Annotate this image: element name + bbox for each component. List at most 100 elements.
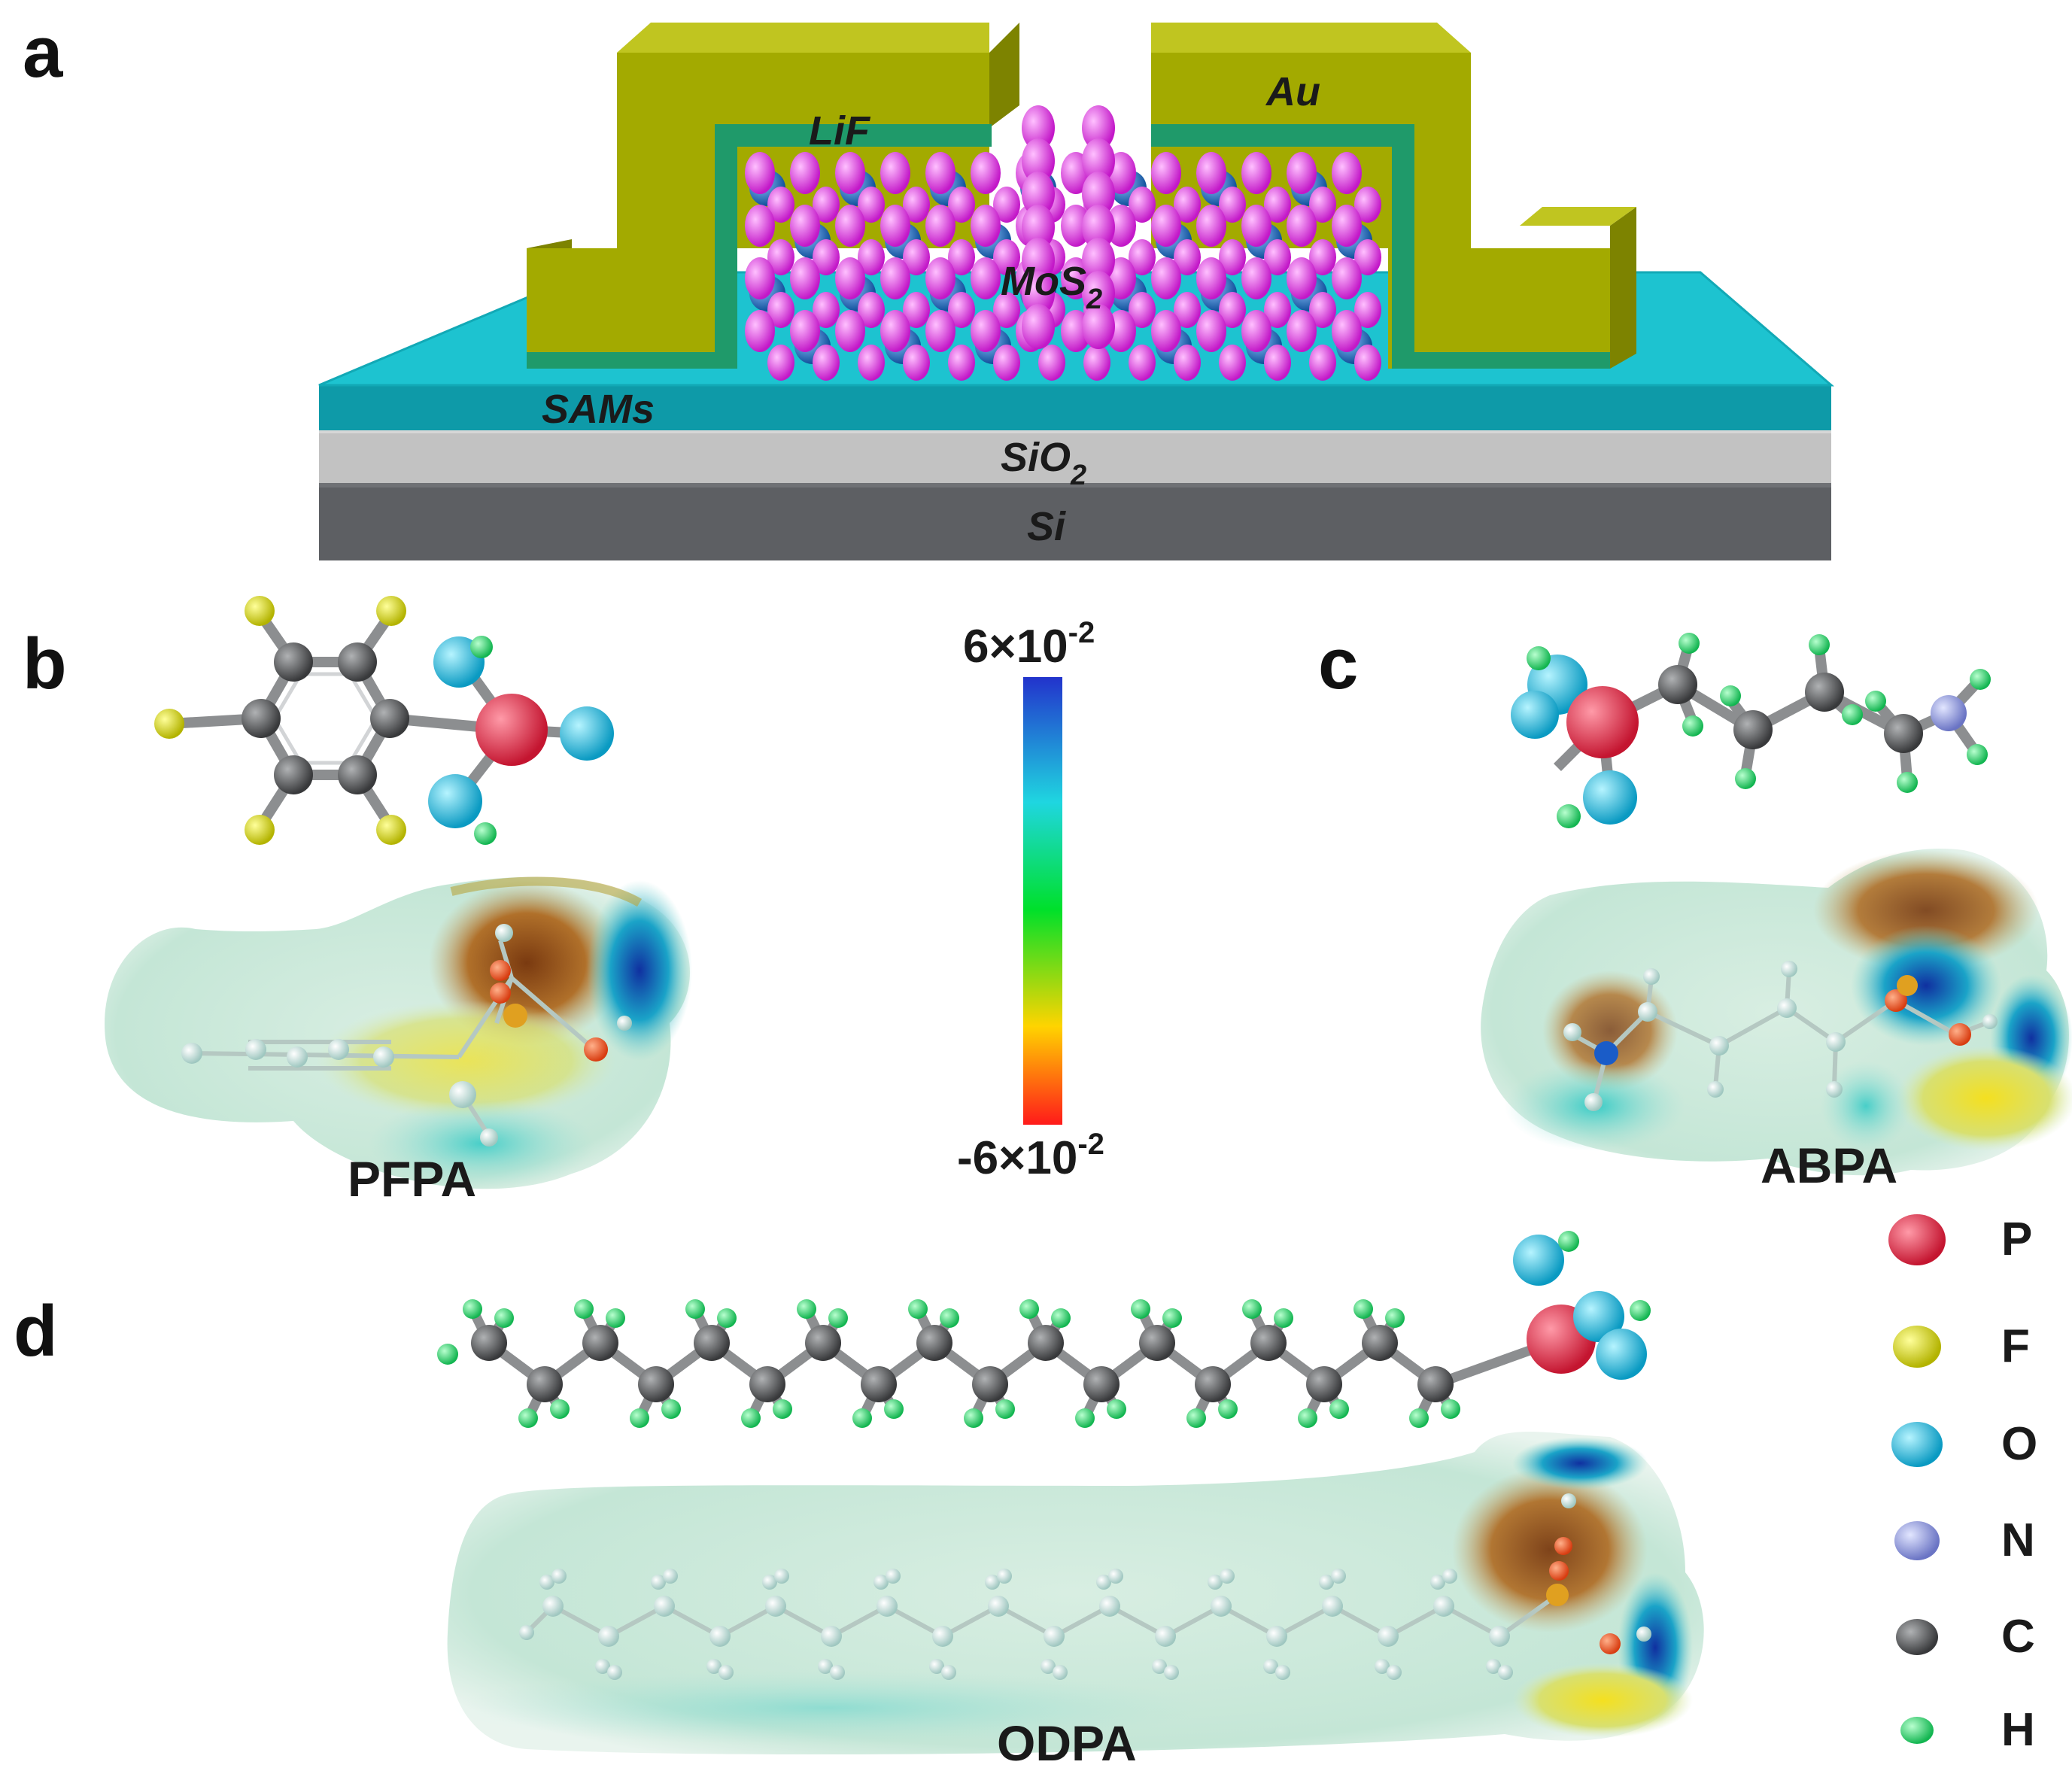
h-atom [774,1569,789,1584]
s-atom [813,292,840,328]
panel-letter-b: b [23,624,67,704]
s-atom [948,187,975,223]
odpa-surface-bond [1331,1604,1390,1639]
h-atom [1218,1399,1238,1419]
s-atom [1287,205,1317,247]
h-atom [886,1569,901,1584]
odpa-surface-bond [1498,1593,1559,1639]
h-atom [663,1569,678,1584]
panel-a-device: LiF Au MoS2 SAMs SiO2 Si [318,23,1835,560]
s-atom [903,239,930,275]
odpa-surface-bond [997,1604,1056,1639]
s-atom [813,345,840,381]
h-atom [1486,1659,1501,1674]
h-atom [1051,1308,1071,1328]
h-atom [1498,1665,1513,1680]
legend-item-c: C [1896,1611,2035,1663]
h-atom [1041,1659,1056,1674]
h-atom [1275,1665,1290,1680]
mos2-channel [745,105,1381,381]
c-atom [916,1325,952,1361]
h-atom [1353,1299,1373,1319]
h-atom [985,1575,1000,1590]
sams-label: SAMs [542,387,655,432]
s-atom [1354,345,1381,381]
s-atom [1241,205,1271,247]
o-swatch [1891,1422,1943,1467]
p-atom [1546,1584,1569,1606]
s-atom [1219,187,1246,223]
h-atom [1385,1308,1405,1328]
s-atom [925,310,955,352]
s-atom [858,239,885,275]
s-atom [925,257,955,299]
s-atom [1082,238,1115,283]
legend-label-h: H [2001,1704,2035,1756]
s-atom [858,187,885,223]
s-atom [948,239,975,275]
odpa-surface-bond [1164,1604,1223,1639]
s-atom [1309,239,1336,275]
s-atom [1151,257,1181,299]
c-atom [1195,1366,1231,1402]
s-atom [1287,257,1317,299]
h-atom [1430,1575,1445,1590]
legend-label-o: O [2001,1418,2037,1470]
odpa-surface-bond [719,1604,777,1639]
colorbar: 6×10-2 -6×10-2 [957,616,1104,1184]
c-atom [821,1626,842,1647]
f-swatch [1893,1326,1941,1368]
s-atom [767,239,794,275]
c-swatch [1896,1619,1938,1655]
h-atom [494,1308,514,1328]
h-atom [1441,1399,1460,1419]
s-atom [1022,304,1055,349]
c-atom [1139,1325,1175,1361]
c-atom [542,1596,564,1617]
c-atom [805,1325,841,1361]
colorbar-max-label: 6×10-2 [963,616,1095,673]
h-atom [797,1299,816,1319]
s-atom [1332,205,1362,247]
h-atom [884,1399,904,1419]
o-atom [1513,1235,1564,1286]
abpa-esp-surface [1481,849,2072,1176]
h-atom [873,1575,889,1590]
c-atom [1250,1325,1287,1361]
s-atom [1129,187,1156,223]
s-atom [1174,187,1201,223]
s-atom [1354,239,1381,275]
h-atom [1096,1575,1111,1590]
s-atom [1287,152,1317,194]
c-atom [1099,1596,1120,1617]
s-atom [1196,205,1226,247]
panel-letter-a: a [23,12,63,93]
s-atom [1196,152,1226,194]
s-atom [1022,138,1055,184]
h-atom [852,1408,872,1428]
s-atom [925,205,955,247]
s-atom [858,292,885,328]
h-atom [1636,1627,1651,1642]
mos2-label: MoS2 [1001,259,1102,315]
sio2-layer [319,429,1831,483]
s-atom [948,345,975,381]
s-atom [1022,271,1055,316]
h-atom [719,1665,734,1680]
s-atom [1354,292,1381,328]
c-atom [471,1325,507,1361]
o-atom [1549,1561,1569,1581]
odpa-surface-bond [607,1604,666,1639]
odpa-surface-bond [1220,1604,1278,1639]
s-atom [1332,152,1362,194]
h-atom [1409,1408,1429,1428]
s-atom [1022,238,1055,283]
s-atom [858,345,885,381]
s-atom [790,152,820,194]
legend-label-n: N [2001,1514,2035,1566]
s-atom [1151,152,1181,194]
odpa-surface-bond [1442,1604,1501,1639]
s-atom [1082,271,1115,316]
s-atom [903,292,930,328]
